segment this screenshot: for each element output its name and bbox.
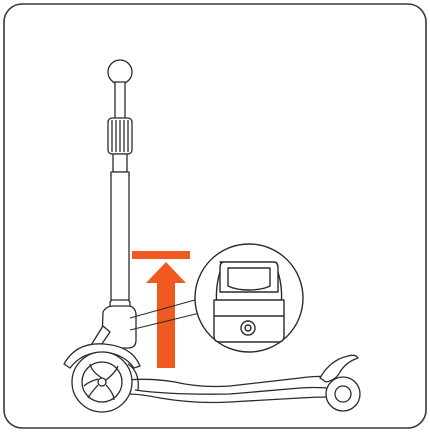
upper-stem bbox=[114, 81, 126, 121]
head-housing bbox=[101, 305, 137, 349]
front-wheel-spokes bbox=[83, 363, 119, 401]
front-wheel-hub bbox=[97, 377, 107, 387]
target-height-bar bbox=[132, 251, 190, 259]
rear-wheel-hub bbox=[334, 385, 352, 403]
lower-tube bbox=[110, 171, 130, 308]
up-arrow-icon bbox=[132, 251, 190, 368]
grip-collar bbox=[107, 117, 133, 155]
height-clamp-icon bbox=[194, 243, 304, 353]
clamp-top-inner bbox=[227, 267, 271, 291]
front-wheel-rear bbox=[127, 363, 139, 391]
arrow-shaft bbox=[157, 282, 175, 368]
arrow-head bbox=[146, 262, 186, 283]
callout-lines bbox=[129, 297, 205, 331]
middle-tube bbox=[112, 153, 128, 173]
clamp-top-shell bbox=[219, 261, 279, 293]
front-fender bbox=[63, 343, 141, 369]
push-button-inner bbox=[244, 324, 252, 332]
scooter-icon bbox=[63, 59, 361, 413]
handlebar-knob bbox=[107, 59, 133, 85]
rear-brake bbox=[319, 354, 359, 383]
